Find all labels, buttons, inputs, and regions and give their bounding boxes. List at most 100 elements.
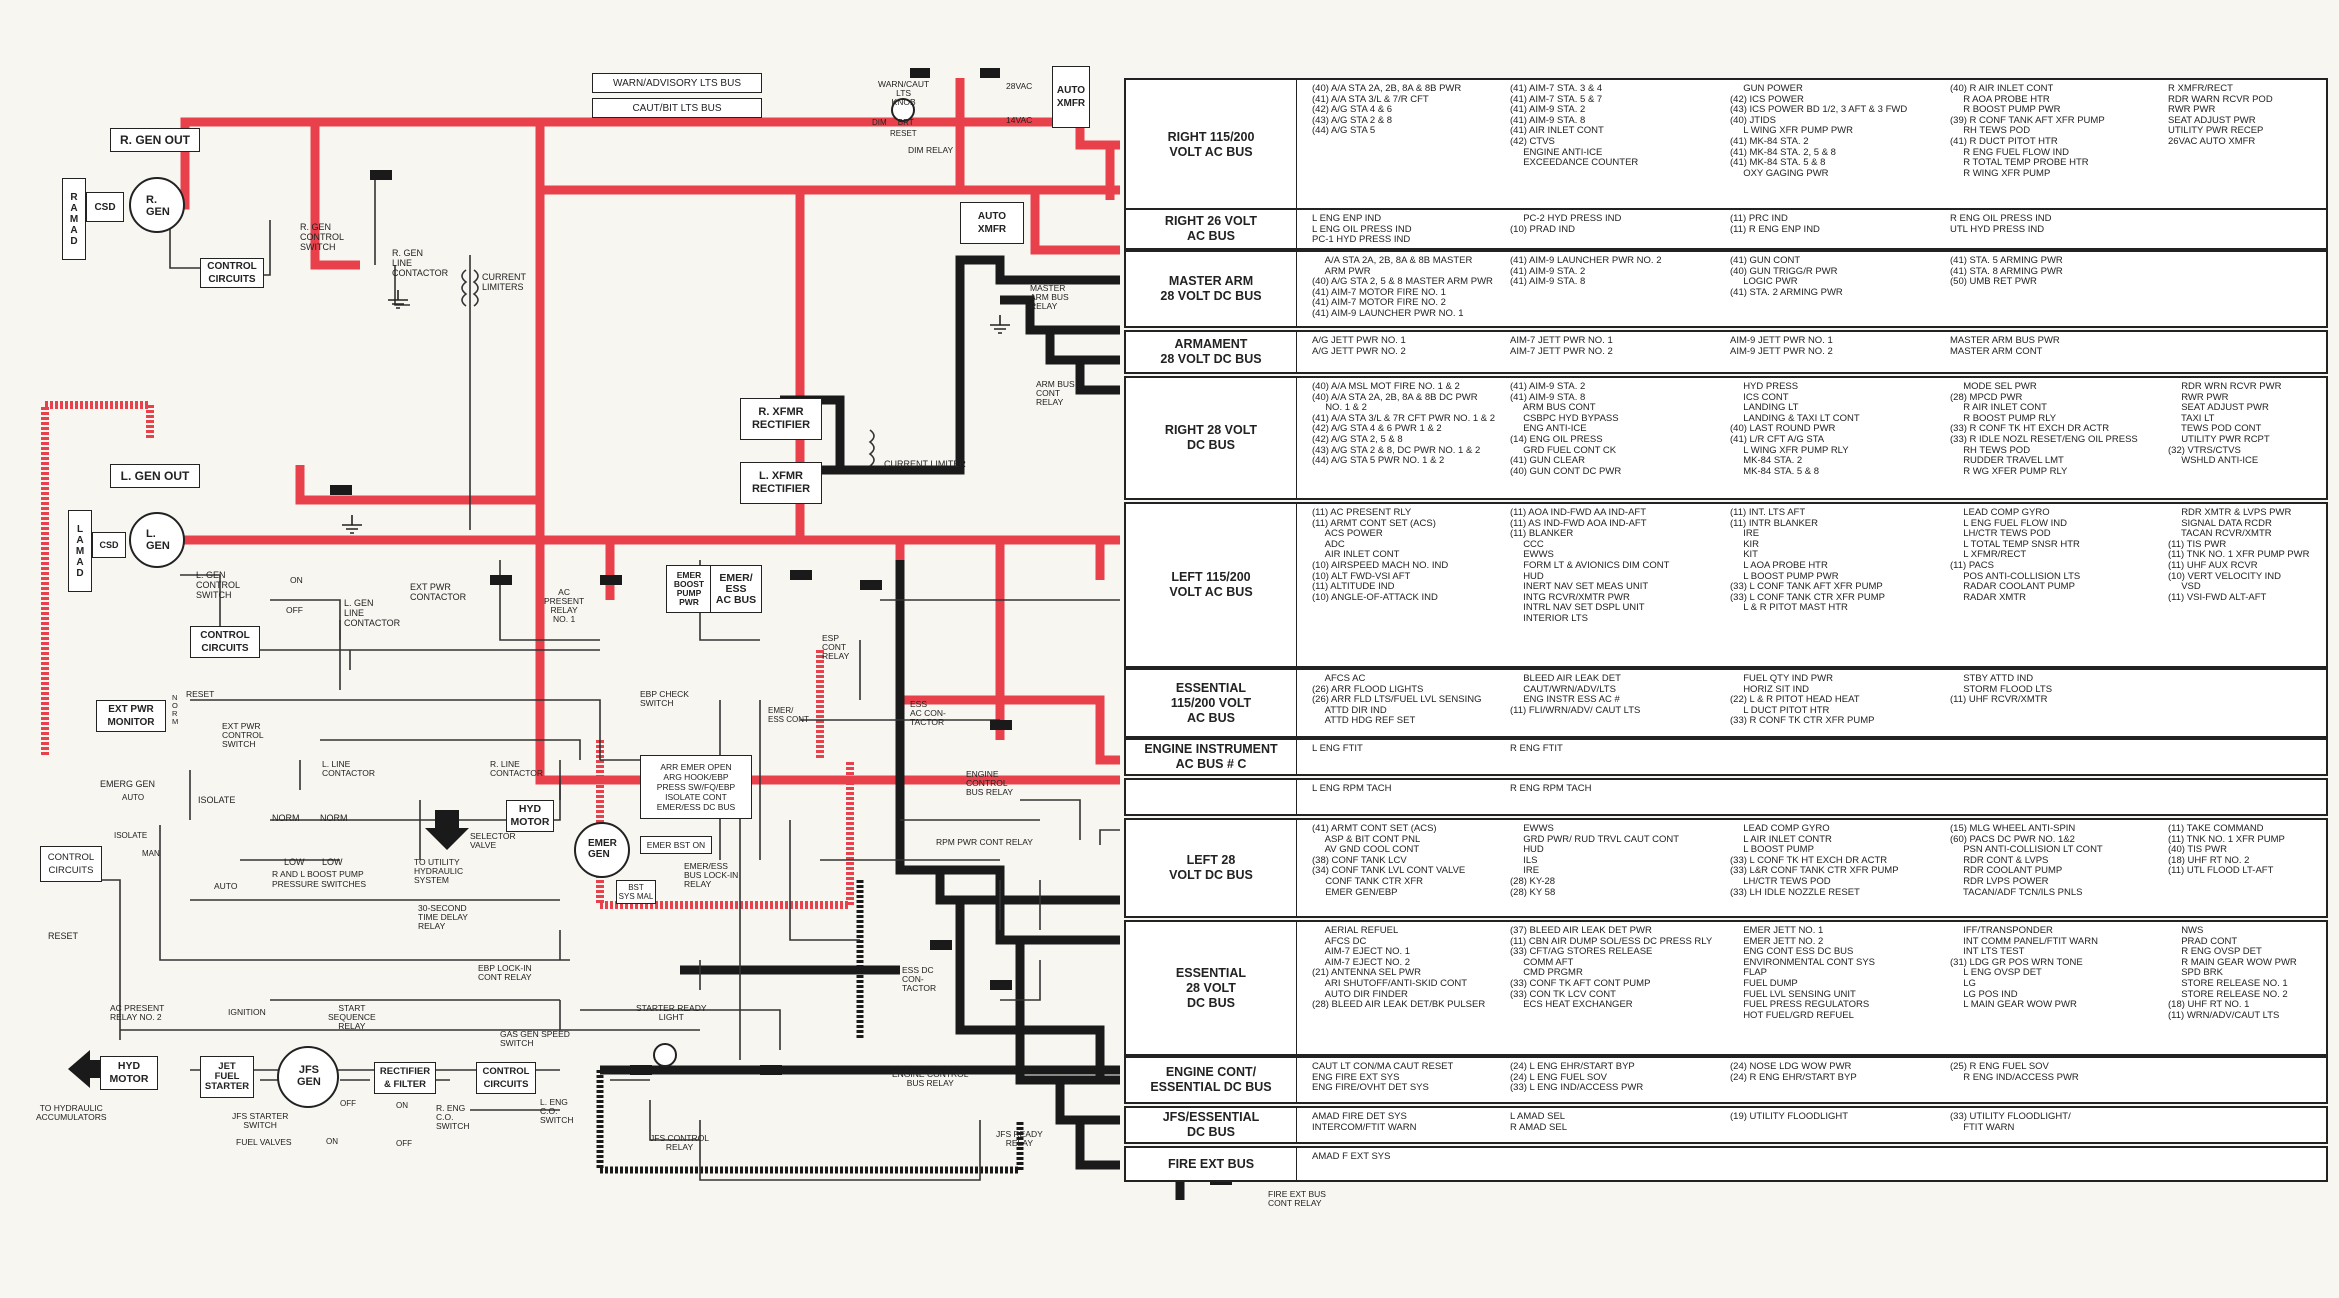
emer-ess-bus-lockin-relay-label: EMER/ESS BUS LOCK-IN RELAY [684, 861, 739, 889]
red-bus-line [310, 122, 360, 270]
emerg-gen-label: EMERG GEN [100, 779, 156, 789]
bus-load-list: R ENG RPM TACH [1510, 783, 1592, 794]
reset-ext-label: RESET [186, 689, 215, 699]
starter-ready-light-label: STARTER READY LIGHT [636, 1003, 707, 1022]
esp-cont-relay-label: ESP CONT RELAY [822, 633, 850, 661]
jfs-gen-circle [277, 1046, 339, 1108]
on-label: ON [290, 575, 303, 585]
ess-ac-contactor-label: ESS AC CON- TACTOR [910, 699, 946, 727]
bus-row: JFS/ESSENTIAL DC BUS AMAD FIRE DET SYS IN… [1124, 1106, 2328, 1144]
bus-name: ENGINE CONT/ ESSENTIAL DC BUS [1126, 1058, 1297, 1102]
dim-relay-label: DIM RELAY [908, 145, 954, 155]
l-control-circuits: CONTROL CIRCUITS [190, 626, 260, 658]
caut-bit-lts-bus: CAUT/BIT LTS BUS [592, 98, 762, 118]
r-gen-label: R. GEN [146, 194, 170, 218]
bus-name: JFS/ESSENTIAL DC BUS [1126, 1108, 1297, 1142]
emer-ess-cont-label: EMER/ ESS CONT [768, 706, 809, 724]
r-csd-box: CSD [86, 192, 124, 222]
emer-ess-ac-bus: EMER/ ESS AC BUS [710, 565, 762, 613]
control-circuits-bottom: CONTROL CIRCUITS [476, 1062, 536, 1094]
black-bus-line [895, 560, 1120, 945]
bus-load-list: (24) L ENG EHR/START BYP (24) L ENG FUEL… [1510, 1061, 1644, 1094]
red-ext-power-line [41, 401, 154, 755]
time-delay-relay-label: 30-SECOND TIME DELAY RELAY [418, 903, 468, 931]
l-gen-control-switch-label: L. GEN CONTROL SWITCH [196, 570, 241, 600]
bus-load-list: AIM-9 JETT PWR NO. 1 AIM-9 JETT PWR NO. … [1730, 335, 1833, 357]
bus-name: LEFT 28 VOLT DC BUS [1126, 820, 1297, 916]
engine-control-bus-relay-2-label: ENGINE CONTROL BUS RELAY [892, 1069, 969, 1088]
r-gen-out-box: R. GEN OUT [110, 128, 200, 152]
r-gen-line-contactor-label: R. GEN LINE CONTACTOR [392, 248, 449, 278]
off-jfs-label: OFF [340, 1099, 356, 1108]
rectifier-filter: RECTIFIER & FILTER [374, 1062, 436, 1094]
bus-load-list: MODE SEL PWR (28) MPCD PWR R AIR INLET C… [1950, 381, 2138, 477]
bus-load-list: AERIAL REFUEL AFCS DC AIM-7 EJECT NO. 1 … [1312, 925, 1486, 1011]
accumulator-arrow [68, 1050, 120, 1088]
l-gen-line-contactor-label: L. GEN LINE CONTACTOR [344, 598, 401, 628]
black-bus-line [1000, 295, 1120, 335]
bus-row: ESSENTIAL 28 VOLT DC BUS AERIAL REFUEL A… [1124, 920, 2328, 1056]
bus-row: MASTER ARM 28 VOLT DC BUS A/A STA 2A, 2B… [1124, 250, 2328, 328]
bus-row: RIGHT 28 VOLT DC BUS(40) A/A MSL MOT FIR… [1124, 376, 2328, 500]
bus-name: MASTER ARM 28 VOLT DC BUS [1126, 252, 1297, 326]
on-jfs-label: ON [326, 1137, 338, 1146]
jet-fuel-starter: JET FUEL STARTER [200, 1056, 254, 1098]
jfs-gen-label: JFS GEN [297, 1064, 321, 1088]
black-bus-line [780, 255, 1120, 475]
bus-name: RIGHT 28 VOLT DC BUS [1126, 378, 1297, 498]
bus-load-list: (11) INT. LTS AFT (11) INTR BLANKER IRE … [1730, 507, 1886, 614]
fire-ext-bus-cont-relay-label: FIRE EXT BUS CONT RELAY [1268, 1189, 1326, 1208]
ac-present-relay-1-label: AC PRESENT RELAY NO. 1 [544, 587, 585, 624]
bus-load-list: AMAD F EXT SYS [1312, 1151, 1391, 1162]
r-gen-control-switch-label: R. GEN CONTROL SWITCH [300, 222, 345, 252]
bus-load-list: STBY ATTD IND STORM FLOOD LTS (11) UHF R… [1950, 673, 2053, 706]
selector-valve-label: SELECTOR VALVE [470, 831, 516, 850]
jfs-control-relay-label: JFS CONTROL RELAY [650, 1133, 710, 1152]
norm-label: N O R M [172, 693, 179, 726]
14vac-label: 14VAC [1006, 115, 1033, 125]
bus-load-list: L ENG ENP IND L ENG OIL PRESS IND PC-1 H… [1312, 213, 1412, 246]
28vac-label: 28VAC [1006, 81, 1033, 91]
bus-load-list: AMAD FIRE DET SYS INTERCOM/FTIT WARN [1312, 1111, 1417, 1133]
man-label: MAN [142, 849, 160, 858]
current-limiters-label: CURRENT LIMITERS [482, 272, 526, 292]
ess-dc-contactor-label: ESS DC CON- TACTOR [902, 965, 937, 993]
l-amad-box: L A M A D [68, 510, 92, 592]
bus-load-list: BLEED AIR LEAK DET CAUT/WRN/ADV/LTS ENG … [1510, 673, 1641, 716]
bus-load-list: (40) A/A STA 2A, 2B, 8A & 8B PWR (41) A/… [1312, 83, 1462, 137]
ebp-lockin-cont-relay-label: EBP LOCK-IN CONT RELAY [478, 963, 532, 982]
r-eng-co-switch-label: R. ENG C.O. SWITCH [436, 1103, 470, 1131]
bus-name: RIGHT 115/200 VOLT AC BUS [1126, 80, 1297, 210]
bus-load-list: (37) BLEED AIR LEAK DET PWR (11) CBN AIR… [1510, 925, 1713, 1011]
bus-load-list: (41) ARMT CONT SET (ACS) ASP & BIT CONT … [1312, 823, 1466, 898]
auto-label: AUTO [122, 793, 145, 802]
bus-row: ESSENTIAL 115/200 VOLT AC BUS AFCS AC (2… [1124, 668, 2328, 738]
low-1-label: LOW [284, 857, 305, 867]
bus-name: ARMAMENT 28 VOLT DC BUS [1126, 332, 1297, 372]
bus-load-list: HYD PRESS ICS CONT LANDING LT LANDING & … [1730, 381, 1860, 477]
bus-load-list: (40) A/A MSL MOT FIRE NO. 1 & 2 (40) A/A… [1312, 381, 1496, 467]
control-circuits-left: CONTROL CIRCUITS [40, 846, 102, 882]
black-hatched-line [596, 1070, 1024, 1174]
master-arm-bus-relay-label: MASTER ARM BUS RELAY [1030, 283, 1069, 311]
bus-load-list: (41) AIM-7 STA. 3 & 4 (41) AIM-7 STA. 5 … [1510, 83, 1639, 169]
bus-load-list: R XMFR/RECT RDR WARN RCVR POD RWR PWR SE… [2168, 83, 2273, 147]
bus-load-list: (15) MLG WHEEL ANTI-SPIN (60) PACS DC PW… [1950, 823, 2103, 898]
l-line-contactor-label: L. LINE CONTACTOR [322, 759, 376, 778]
reset-knob-label: RESET [890, 129, 917, 138]
l-csd-box: CSD [92, 532, 126, 558]
black-bus-line [955, 900, 1105, 1080]
bus-name: ESSENTIAL 28 VOLT DC BUS [1126, 922, 1297, 1054]
black-bus-line [1055, 1080, 1120, 1125]
warn-advisory-lts-bus: WARN/ADVISORY LTS BUS [592, 73, 762, 93]
bus-load-list: A/A STA 2A, 2B, 8A & 8B MASTER ARM PWR (… [1312, 255, 1493, 319]
jfs-starter-switch-label: JFS STARTER SWITCH [232, 1111, 289, 1130]
r-control-circuits: CONTROL CIRCUITS [200, 258, 264, 288]
bus-load-list: RDR XMTR & LVPS PWR SIGNAL DATA RCDR TAC… [2168, 507, 2310, 603]
bus-load-list: (33) UTILITY FLOODLIGHT/ FTIT WARN [1950, 1111, 2071, 1133]
starter-ready-light [653, 1043, 677, 1067]
